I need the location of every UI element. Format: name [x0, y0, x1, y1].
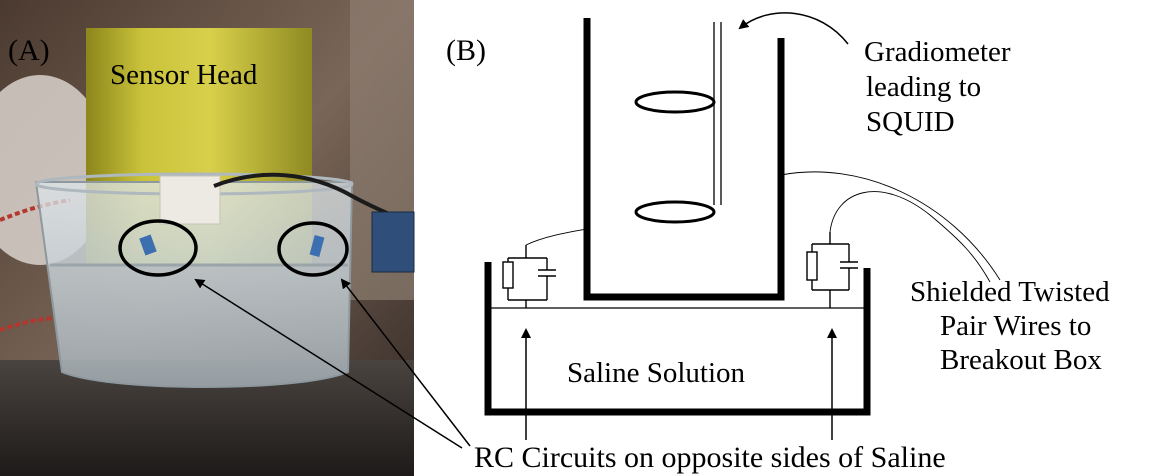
- photo-wire: [213, 172, 399, 220]
- saline-container: [484, 262, 871, 416]
- gradiometer-label-line-2: leading to: [866, 71, 981, 103]
- rc-highlight-circle-right: [277, 221, 349, 277]
- panel-a-photo: (A) Sensor Head: [0, 0, 415, 476]
- rc-highlight-circle-left: [118, 219, 198, 277]
- glass-dish: [34, 181, 354, 388]
- shielded-wires-label-line-3: Breakout Box: [940, 344, 1102, 376]
- rc-circuit-left: [502, 245, 556, 308]
- gradiometer-coil-bottom: [634, 200, 716, 224]
- twisted-wire-left: [525, 228, 588, 246]
- panel-b-letter: (B): [446, 34, 486, 67]
- breakout-connector: [371, 211, 415, 273]
- panel-a-letter: (A): [8, 34, 50, 67]
- caption-arrow-right: [340, 278, 471, 447]
- shielded-wires-label-line-1: Shielded Twisted: [910, 276, 1110, 308]
- rc-circuit-right: [806, 232, 858, 308]
- gradiometer-label-line-3: SQUID: [866, 106, 955, 138]
- gradiometer-coil-top: [634, 90, 716, 114]
- gradiometer-arrow: [738, 12, 849, 45]
- gradiometer-label-line-1: Gradiometer: [864, 36, 1011, 68]
- shielded-wires-label-line-2: Pair Wires to: [940, 310, 1091, 342]
- figure-caption: RC Circuits on opposite sides of Saline: [474, 441, 946, 474]
- caption-arrow-left: [194, 278, 463, 449]
- rc-component-right: [309, 235, 325, 257]
- rc-component-left: [139, 234, 157, 256]
- twisted-wire-right: [829, 191, 991, 283]
- sensor-head-outline: [583, 18, 785, 301]
- panel-b-schematic: [484, 12, 1001, 440]
- tape-strip: [159, 175, 221, 225]
- twisted-wire-top: [780, 171, 1001, 281]
- saline-solution-label: Saline Solution: [567, 357, 746, 389]
- sensor-head-label: Sensor Head: [110, 59, 258, 91]
